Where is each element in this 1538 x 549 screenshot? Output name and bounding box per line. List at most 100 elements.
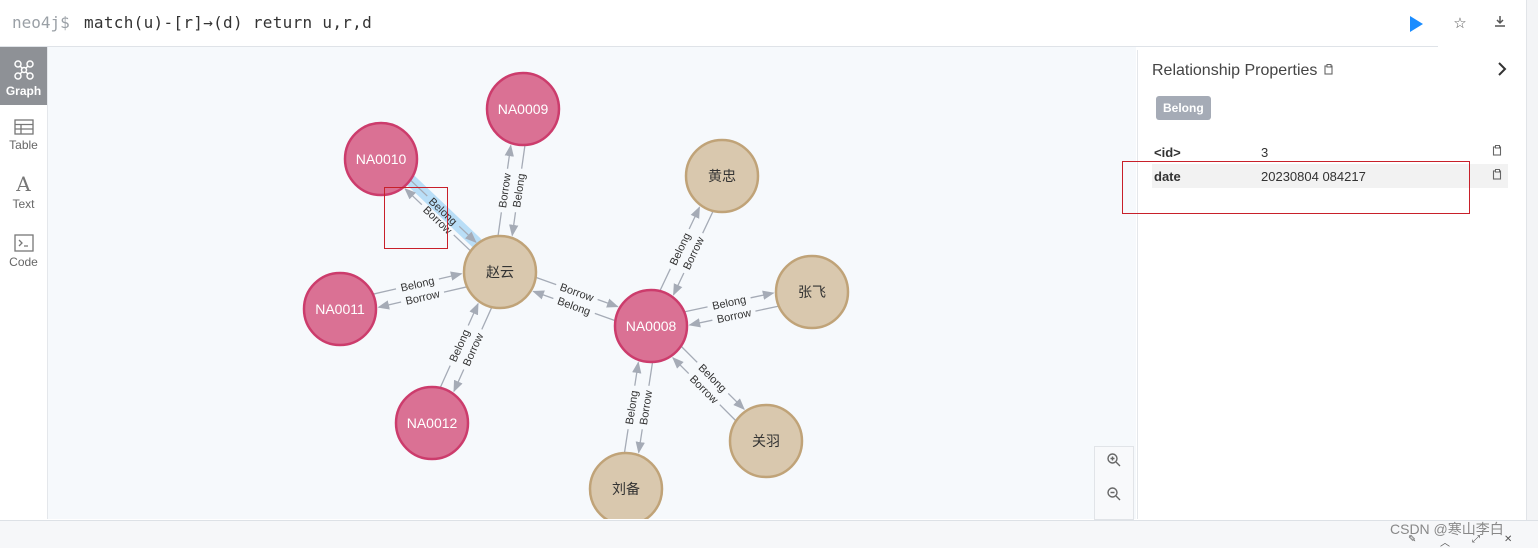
property-row: date 20230804 084217	[1152, 164, 1508, 188]
graph-node-huangzhong[interactable]: 黄忠	[684, 138, 760, 214]
view-sidebar: Graph Table A Text Code	[0, 47, 48, 519]
edge-line	[659, 268, 671, 291]
node-label: 关羽	[752, 433, 780, 449]
graph-node-zhangfei[interactable]: 张飞	[774, 254, 850, 330]
node-label: 赵云	[486, 264, 514, 280]
close-icon[interactable]: ✕	[1504, 534, 1513, 545]
edge-line	[532, 290, 554, 300]
property-key: date	[1154, 169, 1181, 184]
edge-line	[443, 286, 467, 293]
node-circle	[588, 451, 664, 519]
relationship-edge[interactable]: Borrow	[635, 362, 655, 454]
edge-line	[635, 429, 645, 454]
star-icon[interactable]: ☆	[1453, 15, 1467, 32]
sidebar-item-label: Code	[9, 255, 38, 269]
query-bar: neo4j$ match(u)-[r]→(d) return u,r,d ☆	[0, 0, 1505, 47]
edge-line	[672, 356, 690, 375]
node-label: NA0011	[315, 301, 365, 317]
edge-line	[453, 234, 471, 252]
node-label: 张飞	[798, 284, 826, 300]
node-label: 刘备	[612, 481, 640, 497]
graph-node-na0008[interactable]: NA0008	[613, 288, 689, 364]
property-value: 20230804 084217	[1261, 169, 1366, 184]
zoom-in-icon[interactable]	[1095, 447, 1133, 481]
edge-line	[467, 302, 479, 326]
edge-line	[439, 365, 451, 388]
edge-line	[719, 404, 737, 421]
edge-label: Belong	[624, 390, 641, 426]
graph-node-zhaoyun[interactable]: 赵云	[462, 234, 538, 310]
chevron-up-icon[interactable]: ︿	[1440, 538, 1450, 549]
graph-node-na0009[interactable]: NA0009	[485, 71, 561, 147]
node-label: NA0008	[626, 318, 677, 334]
edge-line	[497, 212, 502, 236]
graph-node-na0011[interactable]: NA0011	[302, 271, 378, 347]
relationship-edge[interactable]: Belong	[623, 361, 642, 453]
sidebar-item-text[interactable]: A Text	[0, 174, 47, 232]
watermark: CSDN @寒山李白	[1390, 521, 1504, 537]
edge-line	[750, 290, 775, 300]
node-circle	[485, 71, 561, 147]
graph-svg[interactable]: BelongBorrowBorrowBelongBorrowBelongBorr…	[48, 47, 1136, 519]
node-circle	[728, 403, 804, 479]
edge-line	[509, 212, 519, 237]
copy-icon[interactable]	[1492, 169, 1503, 180]
pin-icon[interactable]: ✎	[1408, 534, 1417, 545]
selected-edge-highlight	[384, 187, 448, 249]
relationship-properties-panel: Relationship Properties Belong <id> 3 da…	[1137, 50, 1526, 519]
relationship-edge[interactable]: Borrow	[688, 305, 779, 328]
edge-line	[521, 145, 526, 169]
edge-line	[404, 187, 423, 206]
edge-line	[594, 312, 615, 322]
query-input[interactable]: match(u)-[r]→(d) return u,r,d	[84, 13, 373, 32]
download-icon[interactable]	[1490, 14, 1510, 34]
node-label: NA0012	[407, 415, 458, 431]
sidebar-item-table[interactable]: Table	[0, 119, 47, 177]
zoom-controls	[1094, 446, 1134, 520]
collapse-panel-icon[interactable]	[1496, 60, 1508, 81]
edge-line	[680, 346, 698, 363]
bottom-bar	[0, 520, 1538, 548]
sidebar-item-graph[interactable]: Graph	[0, 47, 47, 105]
edge-line	[648, 362, 654, 386]
node-circle	[774, 254, 850, 330]
edge-line	[702, 211, 714, 234]
zoom-out-icon[interactable]	[1095, 481, 1133, 515]
edge-line	[438, 271, 463, 281]
graph-node-liubei[interactable]: 刘备	[588, 451, 664, 519]
expand-icon[interactable]: ⤢	[1472, 534, 1480, 545]
graph-node-guanyu[interactable]: 关羽	[728, 403, 804, 479]
edge-line	[453, 369, 465, 393]
node-label: NA0009	[498, 101, 549, 117]
property-key: <id>	[1154, 145, 1181, 160]
query-prompt: neo4j$	[12, 13, 70, 32]
relationship-edge[interactable]: Borrow	[497, 144, 514, 236]
edge-line	[688, 318, 713, 328]
copy-icon[interactable]	[1324, 64, 1334, 75]
node-circle	[613, 288, 689, 364]
code-icon	[13, 234, 34, 252]
graph-icon	[13, 60, 34, 80]
edge-line	[373, 288, 397, 295]
edge-line	[597, 298, 619, 308]
graph-node-na0012[interactable]: NA0012	[394, 385, 470, 461]
edge-line	[755, 305, 779, 312]
edge-line	[684, 306, 708, 313]
node-circle	[343, 121, 419, 197]
copy-icon[interactable]	[1492, 145, 1503, 156]
relationship-type-badge[interactable]: Belong	[1156, 96, 1211, 120]
edge-line	[536, 276, 557, 286]
edge-line	[672, 272, 685, 296]
sidebar-item-code[interactable]: Code	[0, 234, 47, 292]
edge-line	[632, 361, 642, 386]
run-query-icon[interactable]	[1410, 16, 1423, 32]
graph-node-na0010[interactable]: NA0010	[343, 121, 419, 197]
edge-line	[623, 429, 629, 453]
node-label: NA0010	[356, 151, 407, 167]
text-icon: A	[16, 172, 31, 196]
scroll-strip[interactable]	[1526, 0, 1538, 520]
edge-line	[377, 300, 402, 310]
relationship-edge[interactable]: Belong	[509, 145, 528, 237]
edge-line	[410, 179, 428, 197]
